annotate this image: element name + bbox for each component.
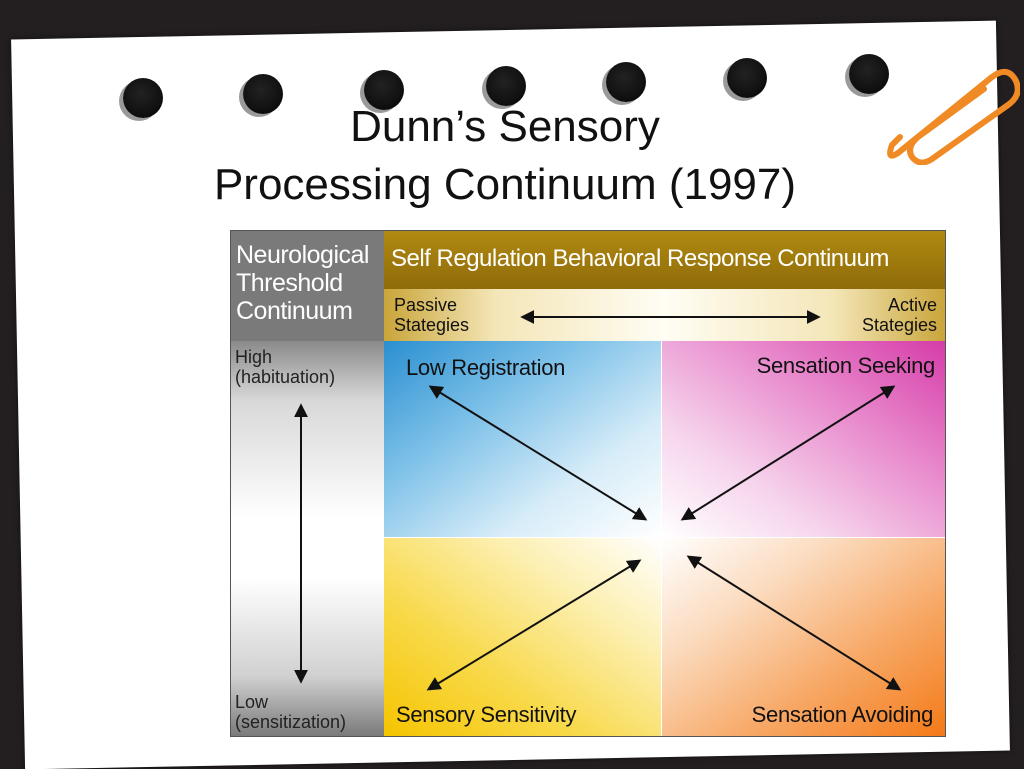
low-registration-arrow bbox=[428, 385, 648, 521]
self-regulation-header: Self Regulation Behavioral Response Cont… bbox=[384, 231, 945, 289]
neurological-threshold-header: Neurological Threshold Continuum bbox=[231, 231, 384, 341]
sensation-avoiding-label: Sensation Avoiding bbox=[751, 702, 934, 727]
low-line-1: Low bbox=[235, 692, 269, 712]
passive-line-1: Passive bbox=[394, 295, 458, 315]
binder-hole-icon bbox=[727, 58, 767, 98]
passive-line-2: Stategies bbox=[394, 315, 470, 335]
high-threshold-label: High (habituation) bbox=[235, 347, 335, 387]
high-line-2: (habituation) bbox=[235, 367, 336, 387]
binder-hole-icon bbox=[243, 74, 283, 114]
paperclip-icon bbox=[887, 68, 1020, 165]
passive-strategies-label: Passive Stategies bbox=[394, 295, 469, 335]
active-line-1: Active bbox=[887, 295, 937, 315]
sensory-sensitivity-arrow bbox=[426, 559, 642, 691]
active-line-2: Stategies bbox=[861, 315, 937, 335]
binder-hole-icon bbox=[486, 66, 526, 106]
sensation-avoiding-arrow bbox=[686, 555, 902, 691]
low-threshold-label: Low (sensitization) bbox=[235, 692, 346, 732]
sensation-seeking-label: Sensation Seeking bbox=[756, 353, 936, 378]
binder-hole-icon bbox=[123, 78, 163, 118]
continuum-diagram: Neurological Threshold Continuum Self Re… bbox=[230, 230, 946, 737]
title-line-2: Processing Continuum (1997) bbox=[213, 160, 797, 209]
title-line-1: Dunn’s Sensory bbox=[350, 102, 660, 151]
low-registration-label: Low Registration bbox=[406, 355, 566, 380]
corner-header-line-3: Continuum bbox=[236, 297, 353, 325]
slide-title: Dunn’s Sensory Processing Continuum (199… bbox=[100, 98, 910, 214]
binder-hole-icon bbox=[606, 62, 646, 102]
high-line-1: High bbox=[235, 347, 273, 367]
arrows-overlay bbox=[294, 310, 902, 691]
corner-header-line-2: Threshold bbox=[236, 269, 343, 297]
sensation-seeking-arrow bbox=[680, 385, 896, 521]
low-line-2: (sensitization) bbox=[235, 712, 347, 732]
binder-hole-icon bbox=[849, 54, 889, 94]
corner-header-line-1: Neurological bbox=[236, 241, 369, 269]
sensory-sensitivity-label: Sensory Sensitivity bbox=[396, 702, 577, 727]
binder-hole-icon bbox=[364, 70, 404, 110]
active-strategies-label: Active Stategies bbox=[862, 295, 937, 335]
